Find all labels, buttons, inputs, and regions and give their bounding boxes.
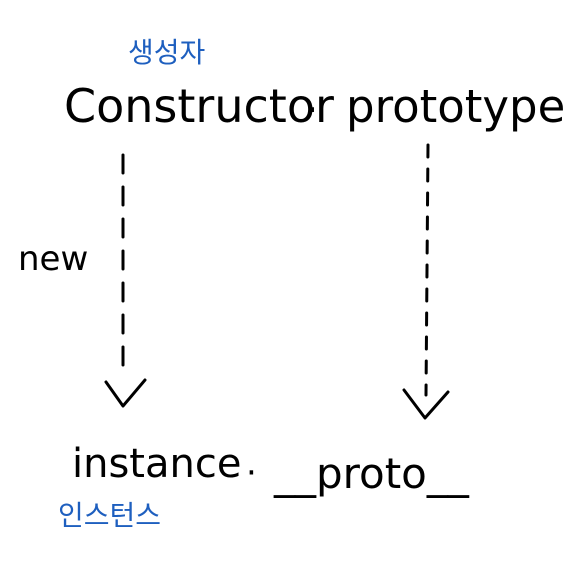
new-label: new xyxy=(18,239,88,279)
right-dashed-arrow xyxy=(424,143,430,397)
bottom-dot: · xyxy=(246,453,257,493)
instance-label: instance xyxy=(72,441,241,487)
prototype-label: prototype xyxy=(346,80,565,133)
constructor-label: Constructor xyxy=(64,79,334,133)
instance-korean-label: 인스턴스 xyxy=(58,499,161,532)
right-arrow-head xyxy=(402,388,450,420)
constructor-korean-label: 생성자 xyxy=(128,36,205,69)
top-dot: · xyxy=(306,88,318,132)
left-arrow-head xyxy=(104,378,147,408)
proto-label: __proto__ xyxy=(273,449,470,498)
